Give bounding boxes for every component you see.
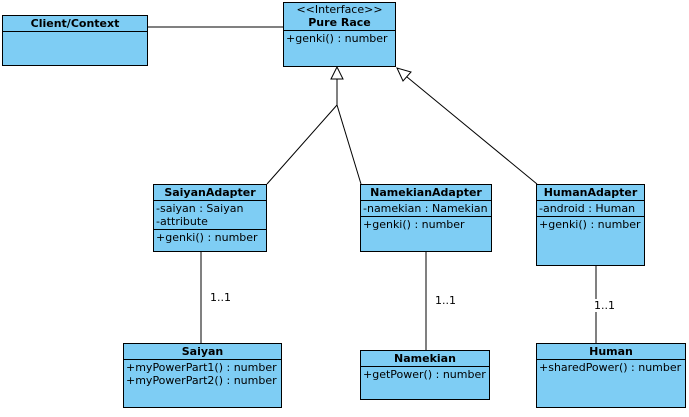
interface-stereotype: <<Interface>> [296, 3, 383, 16]
class-header: HumanAdapter [537, 185, 644, 201]
attribute: -android : Human [539, 202, 636, 215]
class-name: Pure Race [308, 16, 371, 29]
class-header: Saiyan [124, 344, 281, 360]
operation: +genki() : number [156, 231, 258, 244]
client-context-class[interactable]: Client/Context [2, 15, 148, 66]
class-header: <<Interface>> Pure Race [284, 3, 395, 31]
saiyan-adapter-class[interactable]: SaiyanAdapter -saiyan : Saiyan -attribut… [153, 184, 267, 252]
operations-section: +genki() : number [537, 217, 644, 232]
namekian-adapter-class[interactable]: NamekianAdapter -namekian : Namekian +ge… [360, 184, 492, 252]
pure-race-interface[interactable]: <<Interface>> Pure Race +genki() : numbe… [283, 2, 396, 67]
human-adapter-realization-line [406, 76, 538, 185]
namekian-multiplicity-label: 1..1 [433, 294, 458, 307]
attributes-section: -saiyan : Saiyan -attribute [154, 201, 266, 230]
operation: +getPower() : number [363, 368, 486, 381]
operation: +sharedPower() : number [539, 361, 682, 374]
saiyan-class[interactable]: Saiyan +myPowerPart1() : number +myPower… [123, 343, 282, 408]
attribute: -saiyan : Saiyan [156, 202, 244, 215]
operation: +genki() : number [286, 32, 388, 45]
attribute: -namekian : Namekian [363, 202, 488, 215]
pure-race-realization-arrowhead [330, 65, 344, 80]
attribute: -attribute [156, 215, 208, 228]
operation: +myPowerPart2() : number [126, 374, 277, 387]
class-name: NamekianAdapter [370, 186, 482, 199]
class-name: Client/Context [30, 17, 120, 30]
class-name: Namekian [394, 352, 456, 365]
operations-section: +getPower() : number [361, 367, 489, 382]
class-header: Human [537, 344, 685, 360]
class-header: SaiyanAdapter [154, 185, 266, 201]
namekian-class[interactable]: Namekian +getPower() : number [360, 350, 490, 400]
saiyan-multiplicity-label: 1..1 [208, 291, 233, 304]
operations-section: +genki() : number [361, 217, 491, 232]
operation: +myPowerPart1() : number [126, 361, 277, 374]
operation: +genki() : number [363, 218, 465, 231]
human-adapter-realization-arrowhead [396, 67, 412, 82]
class-name: HumanAdapter [543, 186, 638, 199]
attributes-section: -namekian : Namekian [361, 201, 491, 217]
saiyan-adapter-realization-line [266, 79, 338, 185]
human-multiplicity-label: 1..1 [592, 299, 617, 312]
operation: +genki() : number [539, 218, 641, 231]
human-class[interactable]: Human +sharedPower() : number [536, 343, 686, 408]
human-adapter-class[interactable]: HumanAdapter -android : Human +genki() :… [536, 184, 645, 266]
operations-section: +sharedPower() : number [537, 360, 685, 375]
attributes-section: -android : Human [537, 201, 644, 217]
class-name: Saiyan [181, 345, 224, 358]
class-header: Client/Context [3, 16, 147, 32]
operations-section: +genki() : number [284, 31, 395, 46]
class-header: Namekian [361, 351, 489, 367]
operations-section: +genki() : number [154, 230, 266, 245]
operations-section: +myPowerPart1() : number +myPowerPart2()… [124, 360, 281, 388]
class-name: Human [589, 345, 633, 358]
class-header: NamekianAdapter [361, 185, 491, 201]
class-name: SaiyanAdapter [164, 186, 256, 199]
namekian-adapter-realization-line [336, 104, 362, 185]
